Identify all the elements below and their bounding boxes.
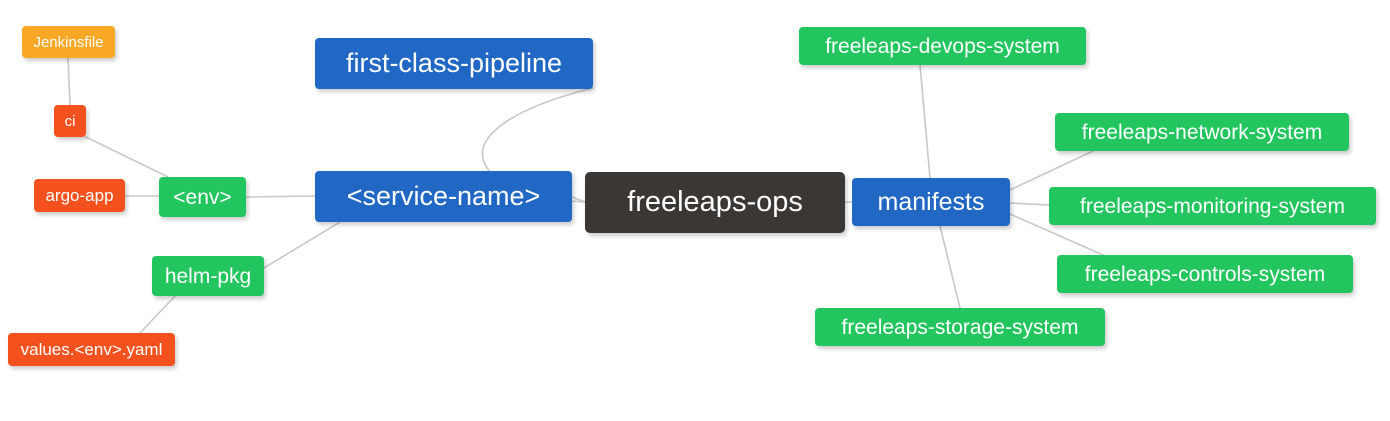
edge-manifests-to-network-system xyxy=(1009,150,1094,191)
mindmap-node-env[interactable]: <env> xyxy=(159,177,246,217)
mindmap-node-storage-system[interactable]: freeleaps-storage-system xyxy=(815,308,1105,346)
mindmap-node-label: freeleaps-devops-system xyxy=(825,34,1060,58)
edge-service-name-to-env xyxy=(245,195,316,198)
mindmap-node-helm-pkg[interactable]: helm-pkg xyxy=(152,256,264,296)
mindmap-node-devops-system[interactable]: freeleaps-devops-system xyxy=(799,27,1086,65)
mindmap-node-monitoring-system[interactable]: freeleaps-monitoring-system xyxy=(1049,187,1376,225)
edge-ci-to-jenkinsfile xyxy=(67,57,71,106)
mindmap-node-label: freeleaps-controls-system xyxy=(1084,262,1326,286)
mindmap-node-label: <service-name> xyxy=(346,181,541,211)
mindmap-node-first-class-pipeline[interactable]: first-class-pipeline xyxy=(315,38,593,89)
mindmap-node-jenkinsfile[interactable]: Jenkinsfile xyxy=(22,26,115,58)
mindmap-node-label: first-class-pipeline xyxy=(345,48,563,78)
mindmap-node-label: Jenkinsfile xyxy=(33,33,104,51)
edge-helm-pkg-to-values-yaml xyxy=(139,295,176,334)
mindmap-node-argo-app[interactable]: argo-app xyxy=(34,179,125,212)
mindmap-node-label: freeleaps-ops xyxy=(627,186,803,218)
mindmap-node-label: freeleaps-network-system xyxy=(1081,120,1323,144)
mindmap-node-values-yaml[interactable]: values.<env>.yaml xyxy=(8,333,175,366)
mindmap-node-label: helm-pkg xyxy=(164,264,252,288)
mindmap-node-label: manifests xyxy=(877,187,985,216)
edge-root-to-service-name xyxy=(571,196,586,203)
mindmap-node-service-name[interactable]: <service-name> xyxy=(315,171,572,222)
edge-env-to-ci xyxy=(85,136,169,178)
mindmap-node-label: freeleaps-monitoring-system xyxy=(1080,194,1345,218)
edge-manifests-to-monitoring-system xyxy=(1009,202,1050,206)
edge-manifests-to-devops-system xyxy=(919,64,931,179)
mindmap-node-label: values.<env>.yaml xyxy=(20,340,163,359)
mindmap-node-label: ci xyxy=(64,112,76,130)
mindmap-node-manifests[interactable]: manifests xyxy=(852,178,1010,226)
mindmap-node-network-system[interactable]: freeleaps-network-system xyxy=(1055,113,1349,151)
edge-service-name-to-helm-pkg xyxy=(263,221,341,269)
mindmap-node-controls-system[interactable]: freeleaps-controls-system xyxy=(1057,255,1353,293)
mindmap-node-root[interactable]: freeleaps-ops xyxy=(585,172,845,233)
edge-manifests-to-storage-system xyxy=(939,225,961,309)
mindmap-node-label: freeleaps-storage-system xyxy=(841,315,1079,339)
mindmap-node-label: argo-app xyxy=(45,186,114,205)
mindmap-node-ci[interactable]: ci xyxy=(54,105,86,137)
mindmap-node-label: <env> xyxy=(173,185,232,209)
